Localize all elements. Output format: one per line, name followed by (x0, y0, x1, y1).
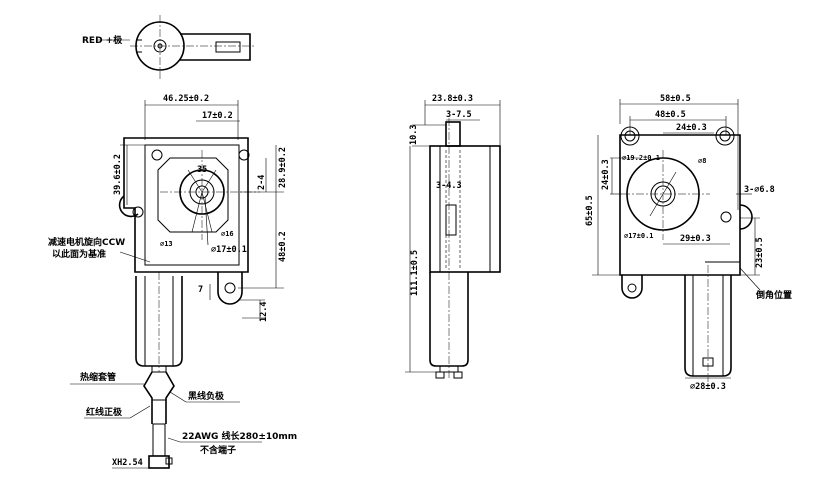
dim-width-46: 46.25±0.2 (163, 94, 209, 104)
label-heat-shrink: 热缩套管 (80, 371, 116, 383)
side-view: 23.8±0.3 3-7.5 10.3 3-4.3 111.1±0.5 (405, 94, 501, 380)
label-red-plus: RED +极 (82, 34, 123, 46)
top-view: RED +极 (82, 15, 255, 80)
dim-left-39: 39.6±0.2 (113, 154, 123, 195)
right-dim-24w: 24±0.3 (676, 123, 707, 133)
dim-2-4: 2-4 (257, 175, 267, 190)
right-dim-58: 58±0.5 (660, 94, 691, 104)
label-awg-1: 22AWG 线长280±10mm (182, 430, 297, 442)
side-dim-total: 111.1±0.5 (410, 250, 420, 296)
right-dim-29: 29±0.3 (680, 234, 711, 244)
side-dim-slot: 3-7.5 (446, 110, 472, 120)
right-dim-48: 48±0.5 (655, 110, 686, 120)
right-dim-d19: ⌀19.2±0.1 (622, 154, 660, 162)
label-black-negative: 黑线负极 (188, 390, 225, 402)
dim-7: 7 (198, 285, 203, 295)
right-dim-23: 23±0.5 (755, 237, 765, 268)
right-dim-24h: 24±0.3 (601, 159, 611, 190)
dim-d16: ⌀16 (221, 230, 234, 238)
rear-view: 58±0.5 48±0.5 24±0.3 ⌀19.2±0.1 ⌀8 ⌀17±0.… (585, 94, 792, 392)
label-xh254: XH2.54 (112, 458, 143, 468)
dim-top-17: 17±0.2 (202, 111, 233, 121)
right-dim-hole: 3-⌀6.8 (744, 185, 775, 195)
label-red-positive: 红线正极 (86, 406, 123, 418)
note-ccw-1: 减速电机旋向CCW (48, 236, 125, 248)
dim-12-4: 12.4 (259, 302, 269, 322)
right-dim-d8: ⌀8 (698, 157, 706, 165)
dim-48: 48±0.2 (278, 231, 288, 262)
dim-28-9: 28.9±0.2 (278, 147, 288, 188)
label-chamfer: 倒角位置 (755, 289, 792, 301)
label-awg-2: 不含端子 (200, 444, 236, 456)
note-ccw-2: 以此面为基准 (52, 248, 106, 260)
dim-d13: ⌀13 (160, 240, 173, 248)
right-dim-d17: ⌀17±0.1 (624, 232, 654, 240)
side-dim-top: 23.8±0.3 (432, 94, 473, 104)
right-dim-65: 65±0.5 (585, 195, 595, 226)
right-dim-d28: ⌀28±0.3 (690, 382, 726, 392)
front-view: 46.25±0.2 17±0.2 35 39.6±0.2 (48, 94, 297, 469)
dim-angle-35: 35 (197, 165, 207, 175)
dim-d17: ⌀17±0.1 (211, 245, 247, 255)
side-dim-h: 10.3 (409, 125, 419, 145)
